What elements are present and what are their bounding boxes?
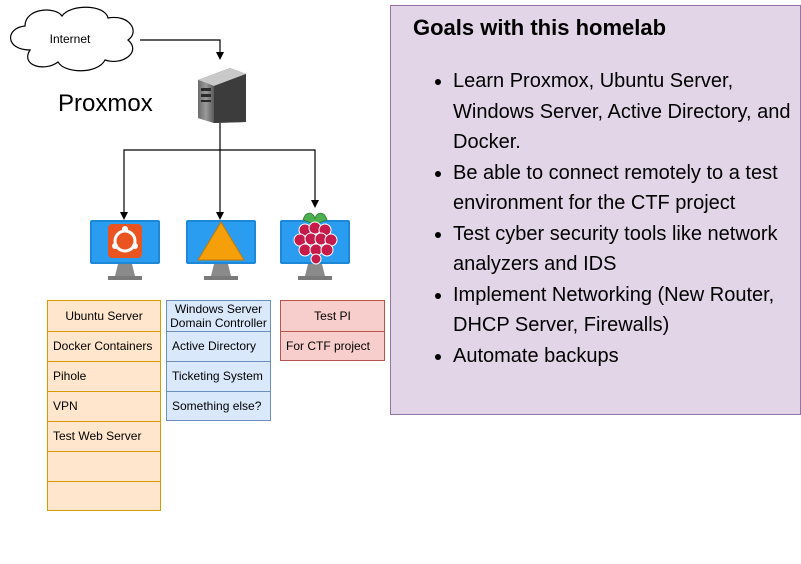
list-item: VPN [48,391,160,421]
list-item: Active Directory [167,331,270,361]
windows-server-list: Windows Server Domain Controller Active … [166,300,271,421]
proxmox-to-pi-connector [220,149,319,208]
list-item: Something else? [167,391,270,421]
list-item [48,451,160,481]
test-pi-title: Test PI [314,309,351,323]
list-item: Ticketing System [167,361,270,391]
goals-title: Goals with this homelab [413,15,667,40]
internet-to-proxmox-connector [140,39,224,60]
windows-server-title: Windows Server Domain Controller [167,301,270,331]
windows-monitor-icon [186,220,256,280]
goal-item: Test cyber security tools like network a… [453,219,801,280]
goals-panel: Goals with this homelab Learn Proxmox, U… [390,5,801,415]
goal-item: Learn Proxmox, Ubuntu Server, Windows Se… [453,66,801,158]
goal-item: Implement Networking (New Router, DHCP S… [453,280,801,341]
ubuntu-server-list: Ubuntu Server Docker Containers Pihole V… [47,300,161,511]
list-item [48,481,160,511]
windows-server-title-line1: Windows Server [174,302,263,316]
internet-label: Internet [49,32,91,46]
raspberry-pi-monitor-icon [280,212,350,280]
list-item: Pihole [48,361,160,391]
list-item: Test Web Server [48,421,160,451]
list-item: For CTF project [281,331,384,361]
server-tower-icon [198,68,246,123]
goal-item: Automate backups [453,341,801,372]
proxmox-label: Proxmox [58,90,153,117]
test-pi-list: Test PI For CTF project [280,300,385,361]
proxmox-to-ubuntu-connector [120,123,221,220]
list-item: Docker Containers [48,331,160,361]
windows-server-title-line2: Domain Controller [170,316,267,330]
ubuntu-monitor-icon [90,220,160,280]
goals-list: Learn Proxmox, Ubuntu Server, Windows Se… [413,66,801,371]
cloud-icon [10,6,134,72]
ubuntu-server-title: Ubuntu Server [65,309,143,323]
goal-item: Be able to connect remotely to a test en… [453,158,801,219]
